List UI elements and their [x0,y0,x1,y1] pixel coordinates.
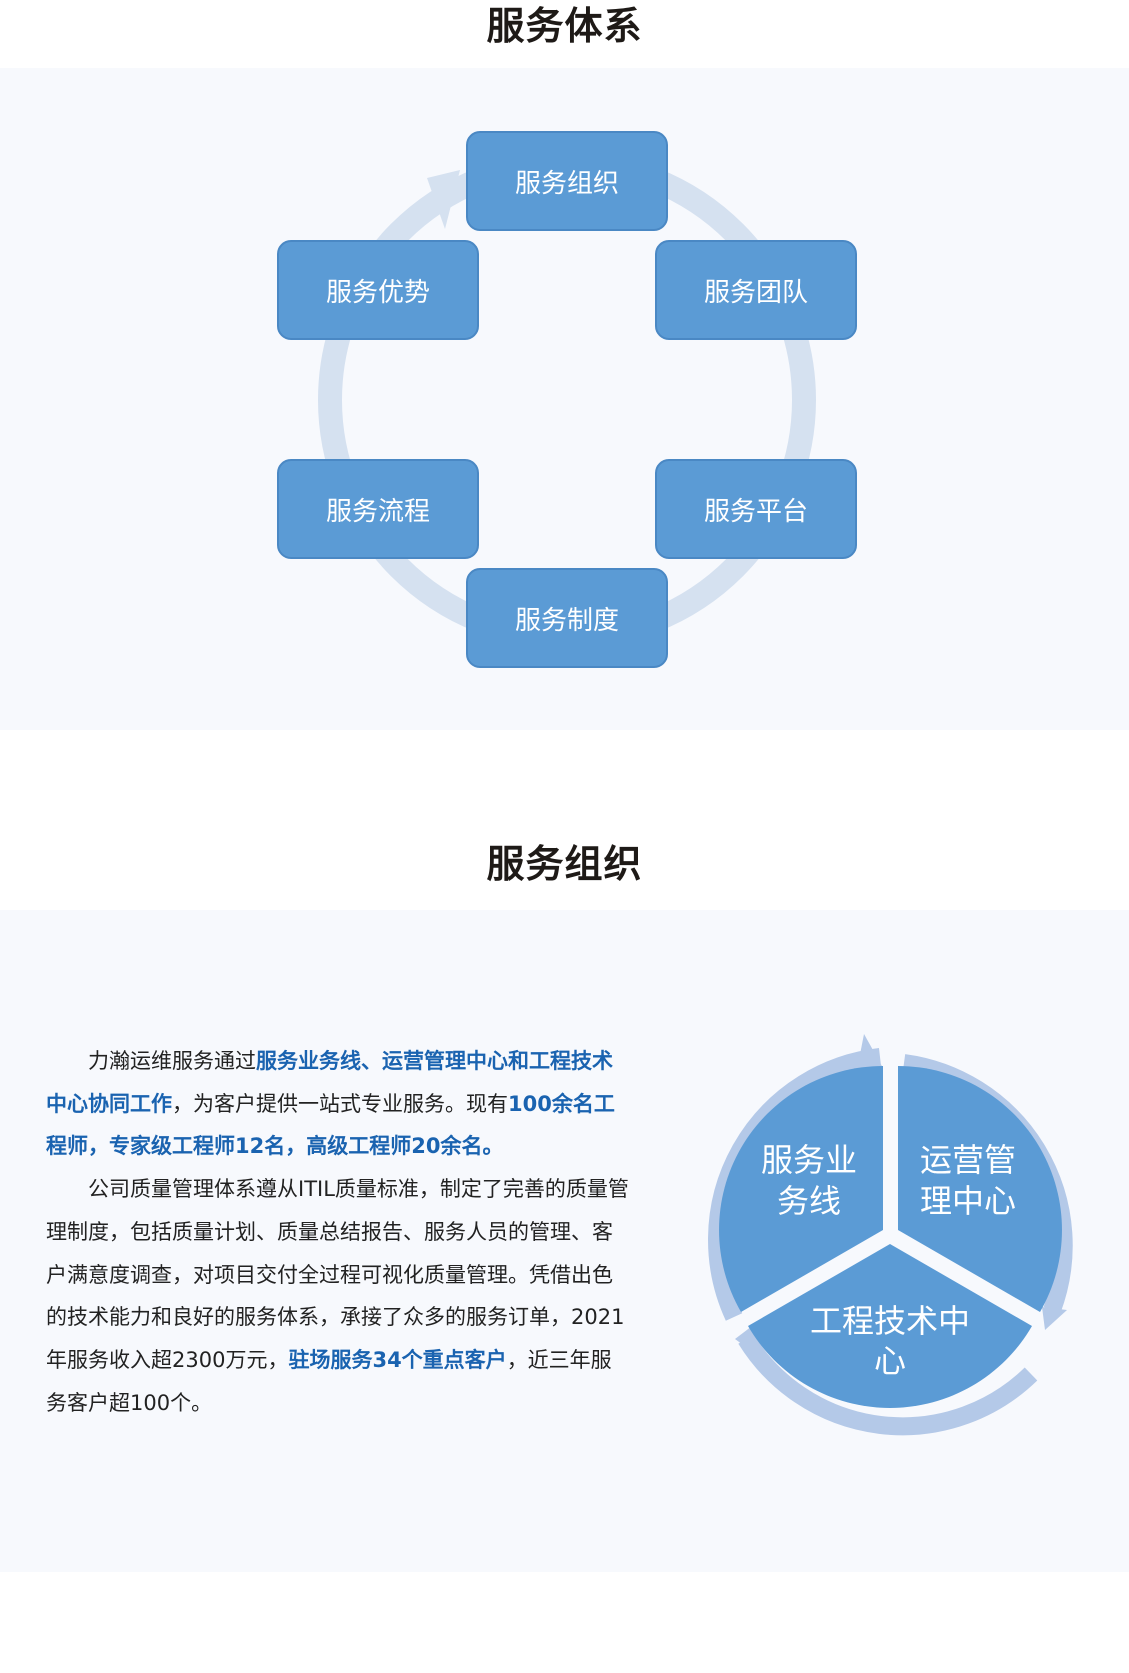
node-label: 服务流程 [325,496,430,527]
highlight-text: 驻场服务34个重点客户 [288,1347,507,1372]
pie-label-business-line-l2: 务线 [777,1182,841,1220]
pie-label-engineering-center-l2: 心 [874,1342,906,1380]
highlight-text: 100余名工程师，专家级工程师12名，高级工程师20余名。 [46,1091,615,1159]
pie-segment-engineering-center [748,1244,1032,1408]
section-title-service-system: 服务体系 [486,4,643,48]
node-service-process: 服务流程 [277,459,479,559]
node-label: 服务团队 [703,277,808,308]
node-label: 服务优势 [325,277,430,308]
pie-segment-business-line [719,1066,883,1312]
highlight-text: 服务业务线、运营管理中心和工程技术中心协同工作 [46,1049,613,1116]
paragraph-1: 力瀚运维服务通过服务业务线、运营管理中心和工程技术中心协同工作，为客户提供一站式… [46,1040,631,1168]
node-service-platform: 服务平台 [655,459,857,559]
paragraph-2: 公司质量管理体系遵从ITIL质量标准，制定了完善的质量管理制度，包括质量计划、质… [46,1168,631,1424]
text-segment: 力瀚运维服务通过 [88,1049,256,1073]
pie-label-operations-center-l1: 运营管 [920,1141,1016,1179]
text-segment: ，近三年服务客户超100个。 [46,1347,612,1415]
text-segment: 公司质量管理体系遵从ITIL质量标准，制定了完善的质量管理制度，包括质量计划、质… [46,1177,629,1372]
node-label: 服务平台 [703,496,808,527]
pie-segment-operations-center [898,1066,1062,1312]
node-service-organization: 服务组织 [466,131,668,231]
text-segment: ，为客户提供一站式专业服务。现有 [172,1091,508,1116]
node-service-system-rules: 服务制度 [466,568,668,668]
pie-segments [719,1066,1062,1408]
node-label: 服务制度 [514,605,619,636]
cycle-arrow-head [427,170,460,229]
node-service-advantage: 服务优势 [277,240,479,340]
pie-label-business-line-l1: 服务业 [761,1141,857,1179]
pie-labels: 服务业 务线 运营管 理中心 工程技术中 心 [761,1141,1016,1380]
section-title-service-organization: 服务组织 [486,842,643,886]
node-service-team: 服务团队 [655,240,857,340]
pie-label-engineering-center-l1: 工程技术中 [810,1302,970,1340]
node-label: 服务组织 [514,168,619,199]
organization-description: 力瀚运维服务通过服务业务线、运营管理中心和工程技术中心协同工作，为客户提供一站式… [46,1040,631,1424]
pie-label-operations-center-l2: 理中心 [920,1182,1016,1220]
